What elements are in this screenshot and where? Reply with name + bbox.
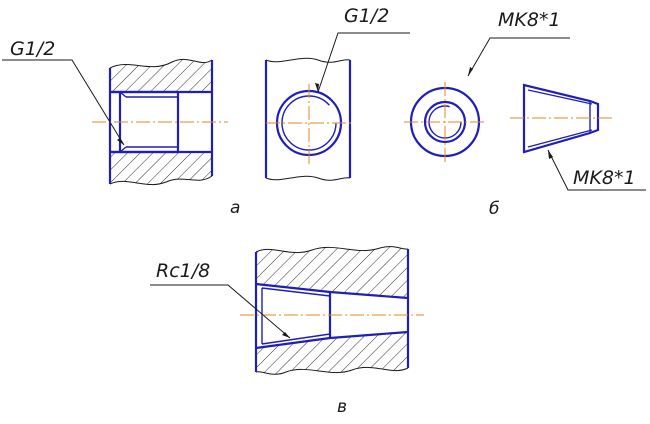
view-a-end-view: [264, 57, 352, 181]
view-a-end-leader: [315, 32, 410, 93]
view-c-leader: [150, 284, 291, 339]
caption-c: в: [337, 397, 347, 417]
view-c-thread-label: Rc1/8: [156, 260, 210, 282]
view-b-cone-leader: [547, 149, 646, 191]
view-b-top-thread-label: MK8*1: [498, 9, 561, 31]
caption-a: a: [230, 198, 240, 218]
view-b-cone: [510, 83, 612, 154]
view-b-end-leader: [467, 37, 570, 77]
view-b-bottom-thread-label: MK8*1: [573, 167, 636, 189]
caption-b: б: [489, 199, 499, 219]
view-c-section: [240, 246, 424, 375]
view-a-end-thread-label: G1/2: [344, 5, 389, 27]
view-a-leader: [2, 59, 125, 146]
view-a-thread-label: G1/2: [10, 38, 55, 60]
view-a-section: [92, 58, 228, 186]
view-b-end-view: [404, 82, 486, 162]
